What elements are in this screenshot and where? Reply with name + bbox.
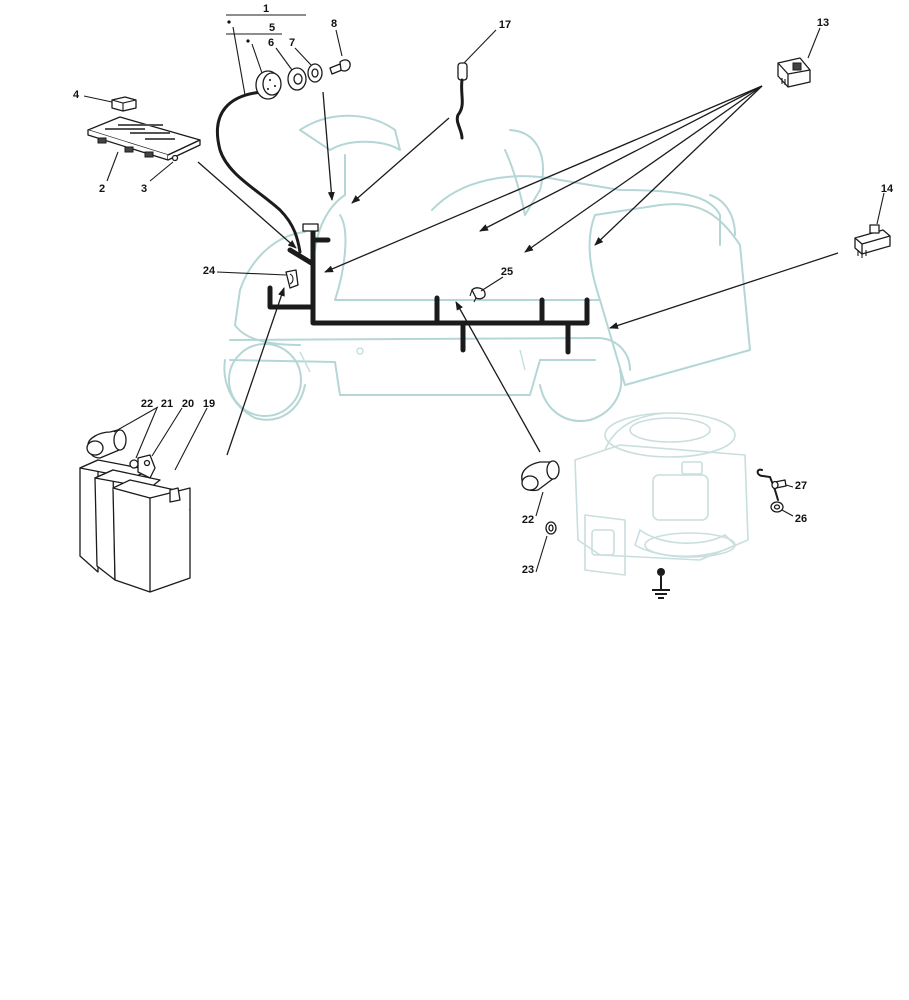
- harness-connector: [302, 223, 319, 232]
- callout-21: 21: [161, 398, 173, 410]
- ground-symbol-icon: [652, 568, 670, 599]
- ignition-key-part: [329, 59, 351, 75]
- callout-20: 20: [182, 398, 194, 410]
- callout-19: 19: [203, 398, 215, 410]
- callout-8: 8: [331, 18, 337, 30]
- bolt-part: [771, 479, 787, 490]
- callout-7: 7: [289, 37, 295, 49]
- assembly-arrows: [197, 85, 839, 456]
- callout-4: 4: [73, 89, 80, 101]
- callout-5: 5: [269, 22, 275, 34]
- callout-1: 1: [263, 3, 269, 15]
- fuse-part: [111, 96, 137, 112]
- battery-strap-part: [137, 454, 156, 479]
- callout-6: 6: [268, 37, 274, 49]
- assembly-bracket: [226, 14, 306, 43]
- circuit-board-part: [87, 116, 201, 161]
- ring-nut-part: [287, 67, 307, 91]
- ignition-switch-part: [255, 70, 282, 100]
- callout-3: 3: [141, 183, 147, 195]
- harness-clip-part: [285, 269, 299, 289]
- terminal-nut-part: [129, 459, 139, 469]
- callout-17: 17: [499, 19, 511, 31]
- callout-13: 13: [817, 17, 829, 29]
- ground-wire-part: [756, 468, 784, 513]
- callout-24: 24: [203, 265, 216, 277]
- microswitch-part: [854, 224, 891, 258]
- callout-14: 14: [881, 183, 894, 195]
- callout-labels: 1 5 6 7 8 4 2 3 17 13 14 24 25 22 21 20 …: [73, 3, 894, 576]
- screw-part: [171, 154, 179, 162]
- callout-22-right: 22: [522, 514, 534, 526]
- engine-outline: [574, 412, 749, 576]
- callout-25: 25: [501, 266, 513, 278]
- battery-part: [79, 459, 191, 593]
- ignition-wire: [215, 90, 302, 254]
- callout-22-left: 22: [141, 398, 153, 410]
- callout-27: 27: [795, 480, 807, 492]
- nut-part: [545, 521, 557, 535]
- rocker-switch-part: [777, 57, 811, 88]
- leader-lines: [83, 26, 885, 573]
- callout-2: 2: [99, 183, 105, 195]
- wiring-harness: [267, 223, 590, 355]
- terminal-cover-right-part: [521, 460, 560, 492]
- tractor-outline: [223, 114, 751, 422]
- sensor-part: [455, 62, 468, 140]
- callout-23: 23: [522, 564, 534, 576]
- callout-26: 26: [795, 513, 807, 525]
- washer-part: [307, 63, 323, 83]
- terminal-cover-left-part: [86, 429, 127, 459]
